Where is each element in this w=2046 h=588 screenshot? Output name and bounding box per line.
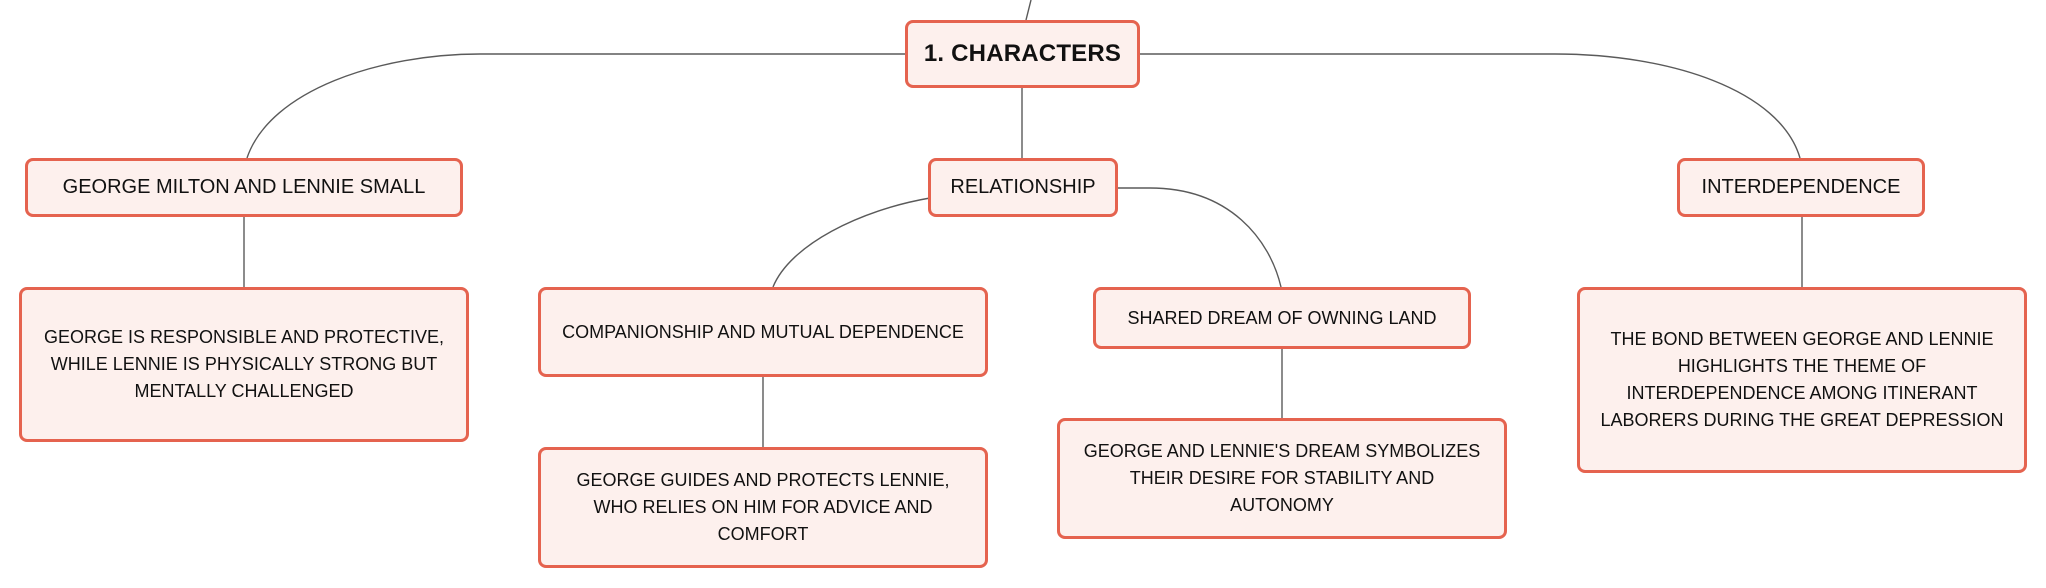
- node-companionship-detail[interactable]: GEORGE GUIDES AND PROTECTS LENNIE, WHO R…: [538, 447, 988, 568]
- node-shared-dream-detail-text: GEORGE AND LENNIE'S DREAM SYMBOLIZES THE…: [1083, 441, 1481, 515]
- node-george-milton-lennie-small[interactable]: GEORGE MILTON AND LENNIE SMALL: [25, 158, 463, 217]
- node-interdependence[interactable]: INTERDEPENDENCE: [1677, 158, 1925, 217]
- connector-relationship-to-companionship: [772, 197, 931, 288]
- node-shared-dream-owning-land[interactable]: SHARED DREAM OF OWNING LAND: [1093, 287, 1471, 349]
- node-relationship-label: RELATIONSHIP: [950, 176, 1096, 198]
- connector-parent-to-root: [1025, 0, 1032, 21]
- node-shared-dream-detail[interactable]: GEORGE AND LENNIE'S DREAM SYMBOLIZES THE…: [1057, 418, 1507, 539]
- node-interdependence-detail-text: THE BOND BETWEEN GEORGE AND LENNIE HIGHL…: [1600, 329, 2004, 430]
- connector-root-to-george-lennie: [246, 53, 905, 159]
- node-companionship-label: COMPANIONSHIP AND MUTUAL DEPENDENCE: [562, 321, 964, 342]
- node-george-lennie-detail-text: GEORGE IS RESPONSIBLE AND PROTECTIVE, WH…: [43, 327, 445, 401]
- node-relationship[interactable]: RELATIONSHIP: [928, 158, 1118, 217]
- node-george-lennie-label: GEORGE MILTON AND LENNIE SMALL: [62, 176, 426, 198]
- node-interdependence-label: INTERDEPENDENCE: [1701, 176, 1901, 198]
- node-interdependence-detail[interactable]: THE BOND BETWEEN GEORGE AND LENNIE HIGHL…: [1577, 287, 2027, 473]
- root-node-label: 1. CHARACTERS: [923, 40, 1122, 67]
- node-george-lennie-detail[interactable]: GEORGE IS RESPONSIBLE AND PROTECTIVE, WH…: [19, 287, 469, 442]
- connector-root-to-interdependence: [1140, 53, 1801, 159]
- connector-relationship-to-shared-dream: [1118, 187, 1282, 288]
- node-companionship-detail-text: GEORGE GUIDES AND PROTECTS LENNIE, WHO R…: [576, 470, 950, 544]
- node-shared-dream-label: SHARED DREAM OF OWNING LAND: [1127, 307, 1437, 328]
- root-node-characters[interactable]: 1. CHARACTERS: [905, 20, 1140, 88]
- node-companionship-mutual-dependence[interactable]: COMPANIONSHIP AND MUTUAL DEPENDENCE: [538, 287, 988, 377]
